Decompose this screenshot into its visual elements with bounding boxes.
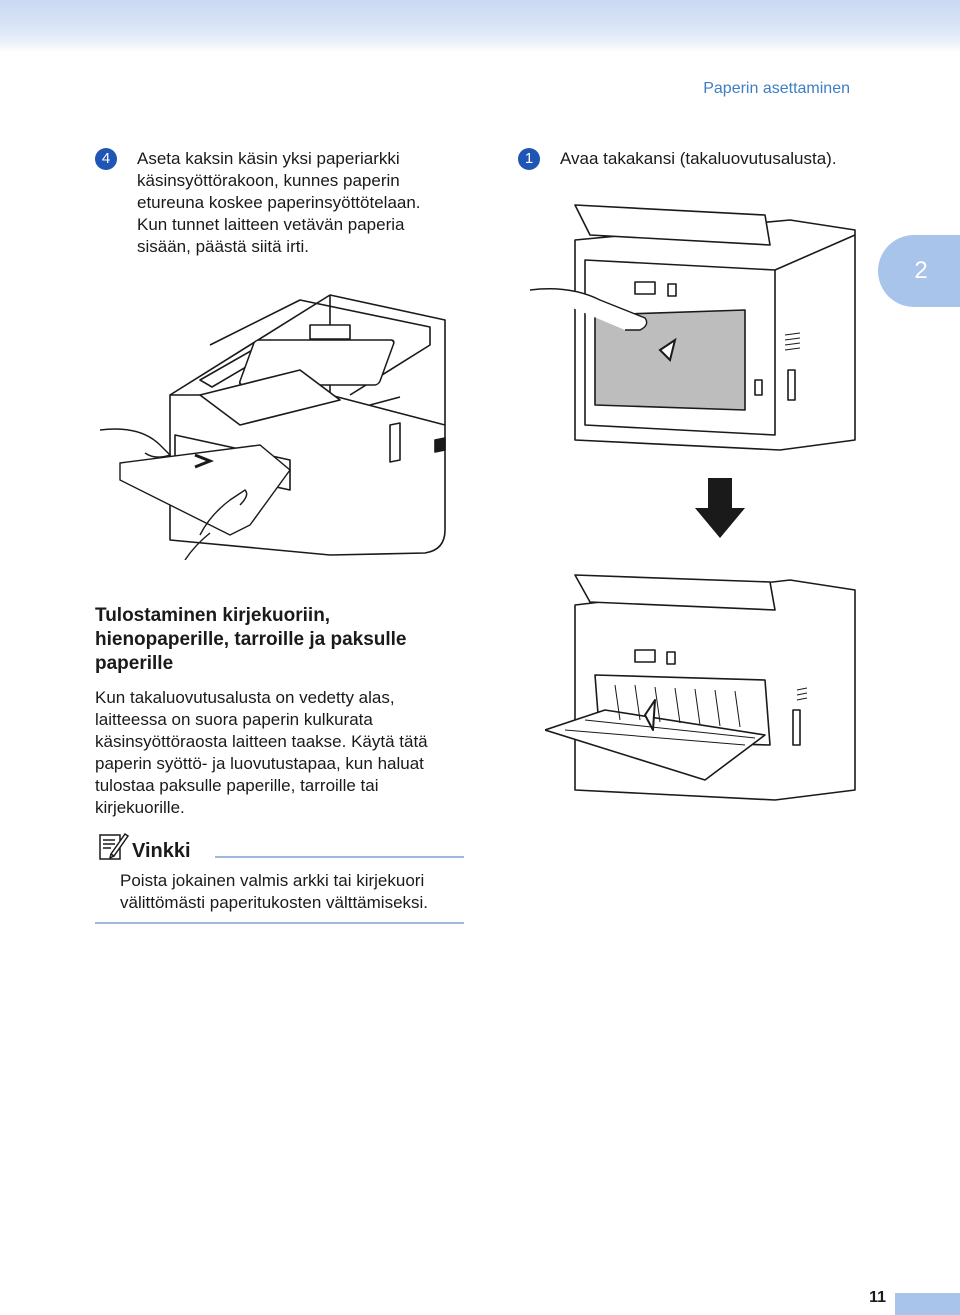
page-number: 11	[869, 1289, 886, 1306]
step-4-line: sisään, päästä siitä irti.	[137, 237, 309, 256]
chapter-tab: 2	[878, 235, 960, 307]
note-line: välittömästi paperitukosten välttämiseks…	[120, 893, 429, 912]
down-arrow-icon	[695, 478, 745, 538]
step-number-1: 1	[518, 148, 540, 170]
note-title: Vinkki	[132, 840, 191, 862]
section-heading-line: paperille	[95, 653, 174, 674]
section-paragraph-line: kirjekuorille.	[95, 798, 185, 817]
section-paragraph-line: laitteessa on suora paperin kulkurata	[95, 710, 373, 729]
step-1-text: Avaa takakansi (takaluovutusalusta).	[560, 148, 890, 170]
section-paragraph-line: tulostaa paksulle paperille, tarroille t…	[95, 776, 379, 795]
running-header: Paperin asettaminen	[703, 80, 850, 97]
back-cover-open-illustration	[530, 204, 856, 451]
step-4-line: käsinsyöttörakoon, kunnes paperin	[137, 171, 400, 190]
step-4-line: Aseta kaksin käsin yksi paperiarkki	[137, 149, 400, 168]
step-1-line: Avaa takakansi (takaluovutusalusta).	[560, 149, 837, 168]
section-paragraph-line: paperin syöttö- ja luovutustapaa, kun ha…	[95, 754, 424, 773]
section-heading: Tulostaminen kirjekuoriin, hienopaperill…	[95, 604, 495, 676]
top-gradient-band	[0, 0, 960, 52]
section-heading-line: hienopaperille, tarroille ja paksulle	[95, 629, 407, 650]
step-4-line: Kun tunnet laitteen vetävän paperia	[137, 215, 405, 234]
note-rule-top	[215, 856, 464, 858]
note-line: Poista jokainen valmis arkki tai kirjeku…	[120, 871, 425, 890]
section-heading-line: Tulostaminen kirjekuoriin,	[95, 605, 331, 626]
section-paragraph: Kun takaluovutusalusta on vedetty alas, …	[95, 687, 495, 819]
section-paragraph-line: Kun takaluovutusalusta on vedetty alas,	[95, 688, 395, 707]
step-number-4: 4	[95, 148, 117, 170]
section-paragraph-line: käsinsyöttöraosta laitteen taakse. Käytä…	[95, 732, 428, 751]
note-text: Poista jokainen valmis arkki tai kirjeku…	[120, 870, 480, 914]
note-pencil-icon	[99, 832, 129, 860]
fax-manual-feed-illustration	[100, 294, 446, 560]
note-rule-bottom	[95, 922, 464, 924]
step-4-text: Aseta kaksin käsin yksi paperiarkki käsi…	[137, 148, 477, 258]
step-4-line: etureuna koskee paperinsyöttötelaan.	[137, 193, 421, 212]
back-tray-open-illustration	[545, 574, 856, 801]
page-number-bar	[895, 1293, 960, 1315]
